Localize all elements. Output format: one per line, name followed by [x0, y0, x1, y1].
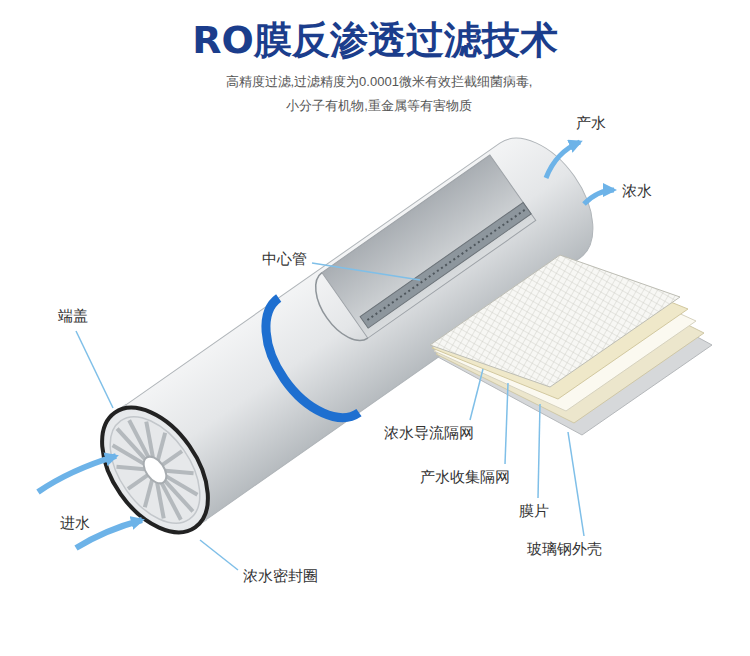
brine-seal-ring [80, 389, 229, 552]
end-cap-spokes [96, 406, 214, 535]
end-cap-spoke [116, 454, 144, 481]
feed-spacer-mesh [430, 255, 680, 387]
part-label: 端盖 [58, 307, 88, 325]
feed-arrow [38, 456, 116, 492]
leader-line [568, 432, 584, 536]
part-label: 玻璃钢外壳 [527, 540, 602, 558]
leader-line [312, 263, 420, 280]
part-label: 膜片 [519, 502, 549, 520]
end-cap-spoke [128, 475, 148, 489]
end-cap-hub [139, 453, 171, 488]
leader-line [505, 383, 508, 464]
concentrate-arrow [584, 190, 614, 204]
subtitle-line: 小分子有机物,重金属等有害物质 [4, 98, 750, 114]
part-label: 浓水导流隔网 [384, 424, 474, 442]
part-label: 浓水密封圈 [243, 567, 318, 585]
part-label: 中心管 [262, 250, 307, 268]
part-label: 产水收集隔网 [420, 468, 510, 486]
blue-band [244, 298, 359, 437]
leader-line [76, 331, 113, 408]
end-cap-spoke [165, 458, 193, 485]
permeate-arrow [546, 142, 580, 178]
leader-line [538, 404, 540, 498]
title-text: RO膜反渗透过滤技术 [0, 18, 750, 64]
flow-label: 进水 [60, 514, 90, 532]
leader-line [200, 540, 238, 570]
leader-line [470, 369, 483, 420]
flow-label: 浓水 [622, 182, 652, 200]
cut-edge [304, 273, 368, 351]
flow-label: 产水 [576, 114, 606, 132]
subtitle-line: 高精度过滤,过滤精度为0.0001微米有效拦截细菌病毒, [4, 74, 750, 90]
end-cap-face [92, 401, 218, 539]
end-cap-spoke [162, 451, 182, 465]
